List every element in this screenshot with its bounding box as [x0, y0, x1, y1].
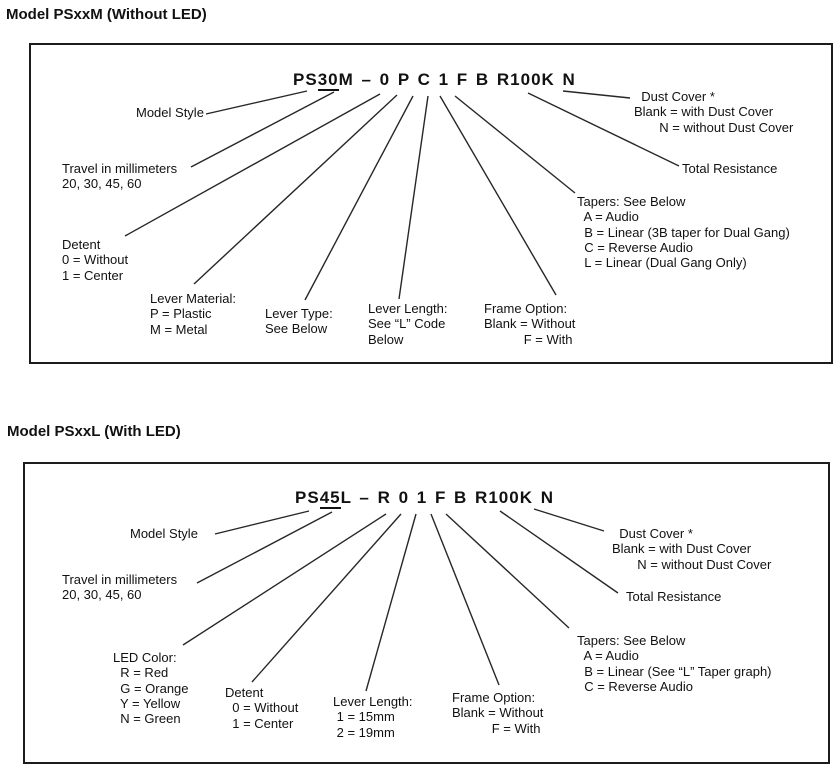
label-line: Tapers: See Below [577, 194, 686, 209]
label-line: Model Style [130, 526, 198, 541]
label-line: B = Linear (See “L” Taper graph) [577, 663, 772, 679]
label-line: See “L” Code [368, 316, 446, 332]
label-tapers: Tapers: See Below A = Audio B = Linear (… [577, 633, 772, 694]
label-line: 20, 30, 45, 60 [62, 587, 142, 603]
diagram-box-psxxm [29, 43, 833, 364]
label-line: A = Audio [577, 209, 639, 225]
label-line: N = Green [113, 711, 181, 727]
label-line: R = Red [113, 665, 169, 681]
label-lever-type: Lever Type:See Below [265, 306, 333, 337]
label-line: Detent [225, 685, 264, 700]
label-model-style: Model Style [130, 526, 198, 541]
label-line: F = With [452, 720, 541, 736]
label-line: Travel in millimeters [62, 161, 178, 176]
label-line: N = without Dust Cover [612, 556, 772, 572]
label-line: Lever Length: [368, 301, 448, 316]
label-dust-cover: Dust Cover *Blank = with Dust Cover N = … [634, 89, 793, 135]
label-line: C = Reverse Audio [577, 239, 693, 255]
label-dust-cover: Dust Cover *Blank = with Dust Cover N = … [612, 526, 771, 572]
label-line: F = With [484, 331, 573, 347]
label-line: Blank = Without [484, 316, 576, 332]
label-line: LED Color: [113, 650, 177, 665]
label-line: Lever Type: [265, 306, 333, 321]
label-line: N = without Dust Cover [634, 119, 794, 135]
label-line: 20, 30, 45, 60 [62, 176, 142, 192]
part-number-psxxl: PS45L – R 0 1 F B R100K N [295, 488, 554, 509]
label-line: Frame Option: [452, 690, 536, 705]
label-line: Total Resistance [626, 589, 722, 604]
label-line: Detent [62, 237, 101, 252]
section-heading-psxxm: Model PSxxM (Without LED) [6, 6, 207, 23]
section-heading-psxxl: Model PSxxL (With LED) [7, 423, 181, 440]
label-line: C = Reverse Audio [577, 678, 693, 694]
label-line: Tapers: See Below [577, 633, 686, 648]
label-lever-length: Lever Length: 1 = 15mm 2 = 19mm [333, 694, 413, 740]
label-model-style: Model Style [136, 105, 204, 120]
label-line: Blank = Without [452, 705, 544, 721]
part-number-travel-code: 45 [319, 488, 341, 509]
label-line: Below [368, 331, 404, 347]
label-line: Lever Material: [150, 291, 236, 306]
part-number-travel-code: 30 [317, 70, 339, 91]
label-line: Model Style [136, 105, 204, 120]
label-line: Travel in millimeters [62, 572, 178, 587]
label-line: 1 = Center [225, 715, 294, 731]
label-line: P = Plastic [150, 306, 212, 322]
label-frame-option: Frame Option:Blank = Without F = With [452, 690, 543, 736]
label-line: M = Metal [150, 321, 208, 337]
diagram-box-psxxl [23, 462, 830, 764]
part-number-prefix: PS [295, 488, 320, 507]
label-line: A = Audio [577, 648, 639, 664]
label-led-color: LED Color: R = Red G = Orange Y = Yellow… [113, 650, 189, 726]
label-line: 1 = Center [62, 267, 124, 283]
label-detent: Detent 0 = Without 1 = Center [225, 685, 298, 731]
label-line: Frame Option: [484, 301, 568, 316]
label-line: Dust Cover * [612, 526, 693, 541]
label-line: Blank = with Dust Cover [634, 104, 774, 120]
label-line: 1 = 15mm [333, 709, 395, 725]
label-total-resistance: Total Resistance [682, 161, 777, 176]
label-line: Dust Cover * [634, 89, 715, 104]
label-frame-option: Frame Option:Blank = Without F = With [484, 301, 575, 347]
label-line: See Below [265, 321, 328, 337]
label-total-resistance: Total Resistance [626, 589, 721, 604]
part-number-rest: L – R 0 1 F B R100K N [340, 488, 554, 507]
part-number-psxxm: PS30M – 0 P C 1 F B R100K N [293, 70, 576, 91]
label-line: Blank = with Dust Cover [612, 541, 752, 557]
label-line: Lever Length: [333, 694, 413, 709]
label-line: 0 = Without [62, 252, 129, 268]
label-line: 0 = Without [225, 700, 299, 716]
label-line: 2 = 19mm [333, 724, 395, 740]
label-line: L = Linear (Dual Gang Only) [577, 255, 747, 271]
label-line: Y = Yellow [113, 695, 181, 711]
label-line: G = Orange [113, 680, 189, 696]
label-line: Total Resistance [682, 161, 778, 176]
label-line: B = Linear (3B taper for Dual Gang) [577, 224, 790, 240]
part-number-prefix: PS [293, 70, 318, 89]
part-number-rest: M – 0 P C 1 F B R100K N [338, 70, 576, 89]
label-tapers: Tapers: See Below A = Audio B = Linear (… [577, 194, 790, 270]
